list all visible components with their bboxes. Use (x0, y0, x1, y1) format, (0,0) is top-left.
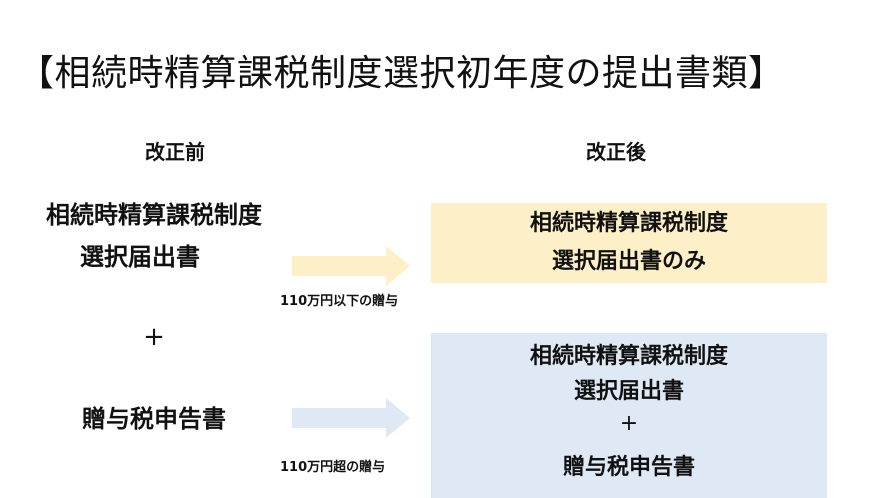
lower-arrow-label: 110万円超の贈与 (280, 460, 386, 475)
after-case1-line2: 選択届出書のみ (551, 249, 706, 274)
after-case2-plus: + (619, 411, 639, 436)
after-case2-box: 相続時精算課税制度 選択届出書 + 贈与税申告書 (431, 333, 827, 498)
after-heading: 改正後 (586, 140, 646, 164)
before-heading: 改正前 (145, 140, 205, 164)
before-form1-line2: 選択届出書 (80, 243, 200, 271)
after-case1-line1: 相続時精算課税制度 (529, 211, 728, 236)
page-title: 【相続時精算課税制度選択初年度の提出書類】 (18, 53, 785, 94)
upper-arrow (292, 246, 410, 286)
after-case2-line1: 相続時精算課税制度 (529, 344, 728, 369)
lower-arrow (292, 398, 410, 438)
upper-arrow-shape (292, 246, 410, 286)
upper-arrow-label: 110万円以下の贈与 (280, 294, 399, 309)
before-form1-line1: 相続時精算課税制度 (46, 201, 262, 229)
lower-arrow-shape (292, 398, 410, 438)
after-case2-line3: 贈与税申告書 (562, 455, 695, 480)
before-form2: 贈与税申告書 (82, 405, 226, 433)
before-plus: + (143, 322, 165, 352)
after-case1-box: 相続時精算課税制度 選択届出書のみ (431, 203, 827, 283)
after-case2-line2: 選択届出書 (573, 379, 684, 404)
